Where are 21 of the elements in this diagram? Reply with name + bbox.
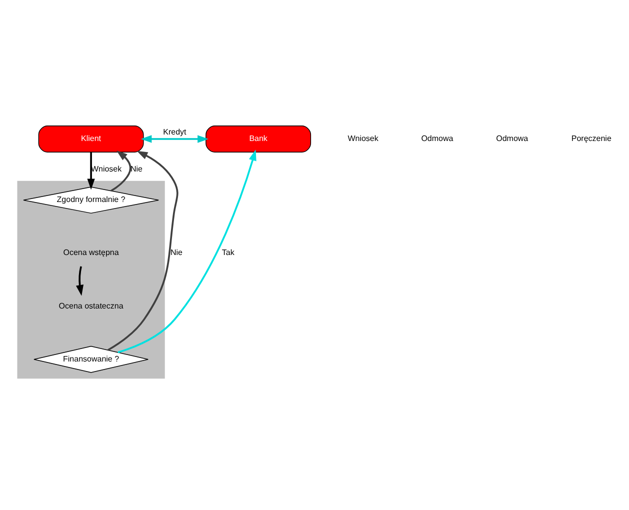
node-text: Ocena wstępna [63, 248, 119, 258]
edge-label: Nie [130, 164, 143, 174]
node-diamond: Zgodny formalnie ? [23, 186, 159, 214]
arrow [118, 150, 256, 354]
node-box: Bank [206, 126, 312, 152]
cluster [17, 180, 165, 379]
arrow [76, 266, 84, 296]
label: Odmowa [496, 134, 528, 144]
edge-label: Nie [170, 248, 183, 258]
node-diamond: Finansowanie ? [34, 346, 148, 373]
label: Wniosek [348, 134, 378, 144]
arrow [108, 150, 178, 351]
label: Odmowa [421, 134, 454, 144]
arrow [87, 152, 95, 190]
label: Poręczenie [571, 134, 612, 144]
arrow [110, 150, 132, 192]
node-text: Ocena ostateczna [58, 301, 124, 310]
node-box: Klient [38, 126, 144, 152]
edge-label: Kredyt [163, 127, 186, 136]
edge-label: Tak [222, 248, 234, 258]
arrow [140, 135, 208, 143]
